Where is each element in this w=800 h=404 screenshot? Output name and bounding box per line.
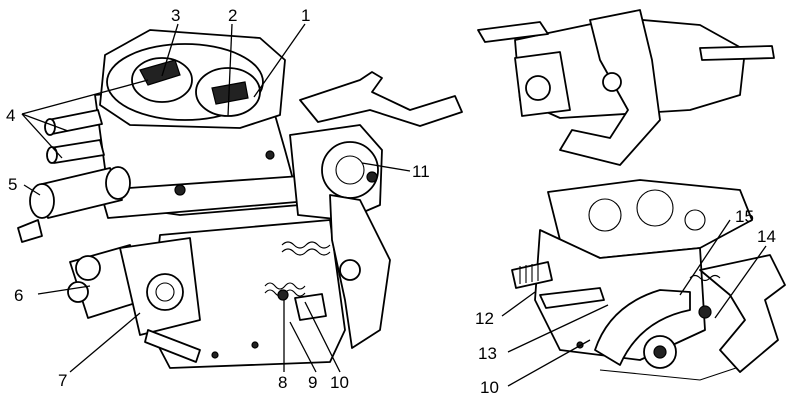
callout-6: 6 [14, 286, 23, 305]
spring-upper [281, 241, 331, 256]
callout-9: 9 [308, 373, 317, 392]
callout-labels: 1 2 3 4 5 6 7 8 9 10 11 12 13 10 14 15 [6, 6, 776, 397]
leader-lines [21, 23, 767, 387]
callout-5: 5 [8, 175, 17, 194]
callout-4: 4 [6, 106, 15, 125]
callout-7: 7 [58, 371, 67, 390]
callout-15: 15 [735, 207, 754, 226]
callout-10-exploded: 10 [480, 378, 499, 397]
carburetor-assembled-view [17, 29, 463, 369]
callout-3: 3 [171, 6, 180, 25]
callout-2: 2 [228, 6, 237, 25]
callout-13: 13 [478, 344, 497, 363]
callout-14: 14 [757, 227, 776, 246]
callout-12: 12 [475, 309, 494, 328]
carburetor-exploded-view [477, 9, 786, 381]
callout-11: 11 [412, 162, 430, 181]
callout-10: 10 [330, 373, 349, 392]
callout-8: 8 [278, 373, 287, 392]
callout-1: 1 [301, 6, 310, 25]
